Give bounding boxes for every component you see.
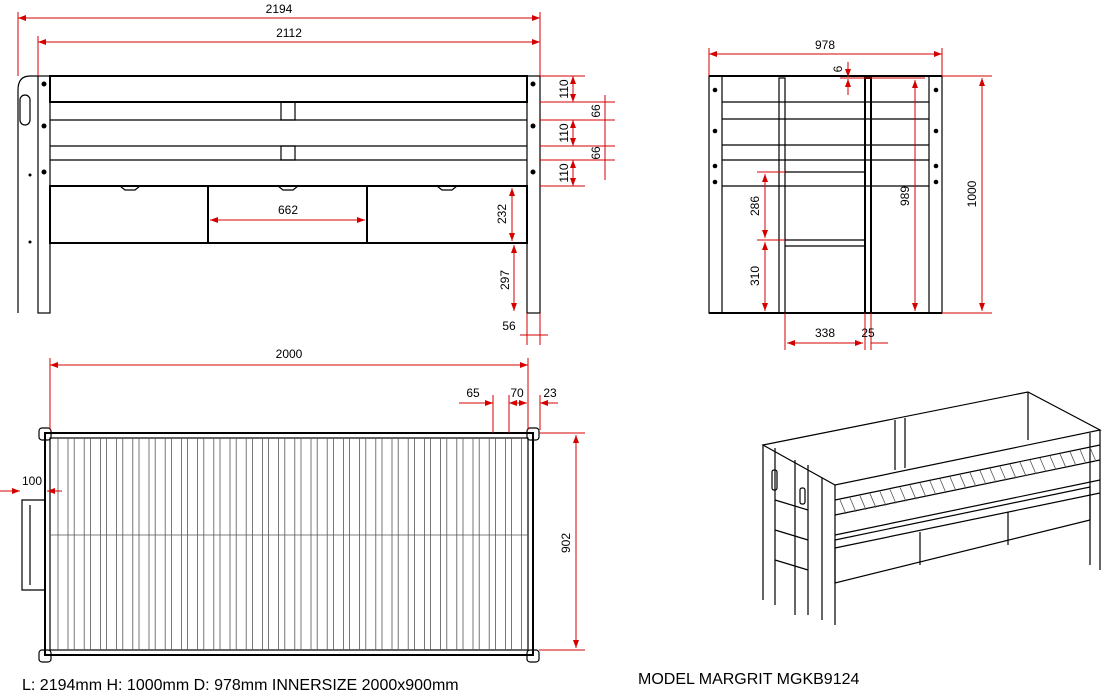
- dimensions-caption: L: 2194mm H: 1000mm D: 978mm INNERSIZE 2…: [22, 677, 459, 694]
- dim-ladder-projection: 100: [22, 474, 42, 488]
- dim-post-width: 56: [502, 319, 516, 333]
- front-view: 2194 2112 110 66 110 66 110 662 232 297 …: [17, 2, 615, 345]
- dim-rail-2: 110: [557, 123, 571, 142]
- dim-overall-depth: 978: [815, 38, 835, 52]
- dim-rail-1: 110: [557, 79, 571, 98]
- dim-gap-2: 66: [589, 146, 603, 160]
- dim-ladder-lower: 310: [748, 266, 762, 286]
- dim-offset-b: 70: [510, 386, 524, 400]
- dim-overall-height: 1000: [965, 180, 979, 207]
- dim-ladder-upper: 286: [748, 196, 762, 216]
- isometric-view: [761, 391, 1102, 625]
- dim-offset-c: 23: [543, 386, 557, 400]
- dim-rail-3: 110: [557, 163, 571, 182]
- dim-inner-height: 989: [898, 186, 912, 206]
- top-view: 2000 65 70 23 100 902: [0, 347, 585, 663]
- dim-top-offset: 6: [831, 65, 845, 72]
- dim-gap-1: 66: [589, 104, 603, 118]
- dim-ladder-width: 338: [815, 326, 835, 340]
- dim-inner-length: 2112: [276, 26, 302, 40]
- dim-offset-a: 65: [466, 386, 480, 400]
- dim-ladder-post: 25: [861, 326, 875, 340]
- dim-drawer-width: 662: [278, 203, 298, 217]
- side-view: 978 6 286 310 989 1000 338 25: [708, 38, 992, 350]
- dim-overall-length: 2194: [266, 2, 293, 16]
- dim-drawer-height: 232: [495, 204, 509, 224]
- dim-inner-width: 902: [559, 533, 573, 553]
- dim-leg-clearance: 297: [498, 270, 512, 290]
- ladder-handle-icon: [19, 94, 31, 126]
- dim-inner-length: 2000: [276, 347, 303, 361]
- model-caption: MODEL MARGRIT MGKB9124: [638, 671, 860, 688]
